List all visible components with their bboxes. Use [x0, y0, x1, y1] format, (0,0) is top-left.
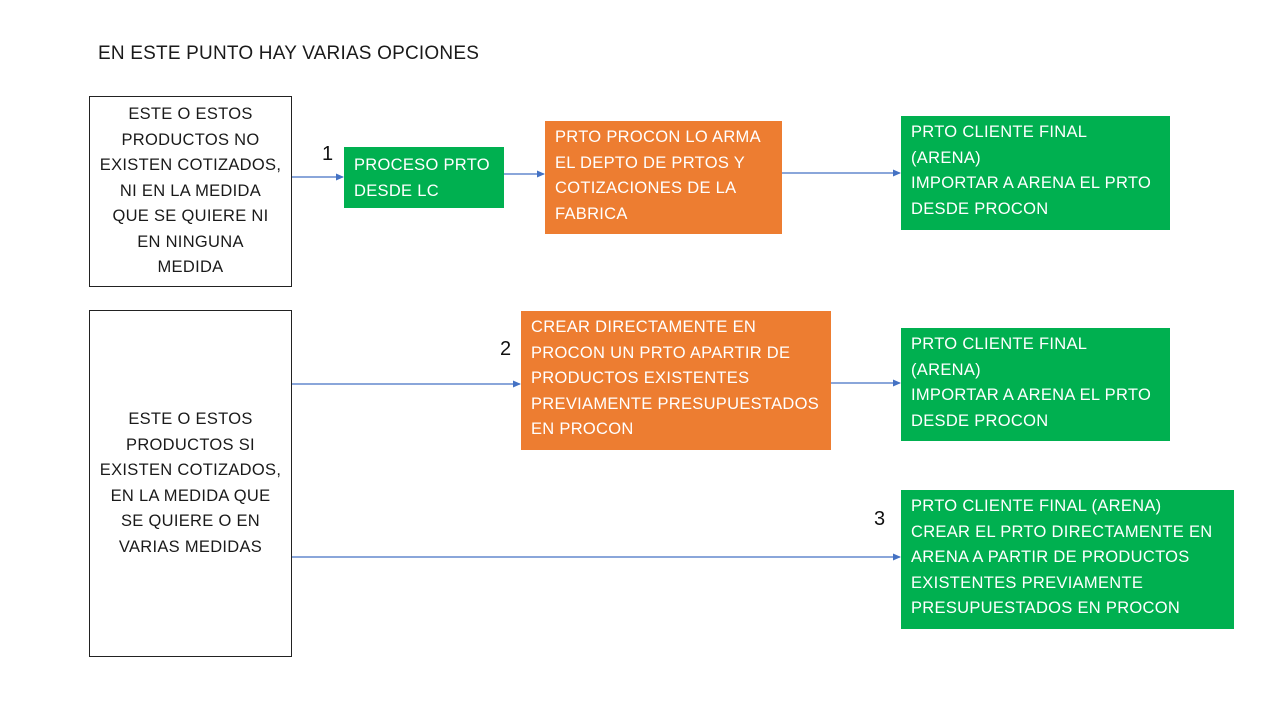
box-productos-no-existen: ESTE O ESTOS PRODUCTOS NO EXISTEN COTIZA… — [89, 96, 292, 287]
option-number-2: 2 — [500, 338, 512, 360]
box-prto-procon-depto: PRTO PROCON LO ARMA EL DEPTO DE PRTOS Y … — [545, 121, 782, 234]
box-prto-cliente-final-1: PRTO CLIENTE FINAL (ARENA) IMPORTAR A AR… — [901, 116, 1170, 230]
box-productos-si-existen: ESTE O ESTOS PRODUCTOS SI EXISTEN COTIZA… — [89, 310, 292, 657]
diagram-title: EN ESTE PUNTO HAY VARIAS OPCIONES — [98, 43, 480, 64]
box-proceso-prto-desde-lc: PROCESO PRTO DESDE LC — [344, 147, 504, 208]
option-number-3: 3 — [874, 508, 886, 530]
box-productos-no-existen-text: ESTE O ESTOS PRODUCTOS NO EXISTEN COTIZA… — [99, 105, 282, 277]
option-number-1: 1 — [322, 143, 334, 165]
box-productos-si-existen-text: ESTE O ESTOS PRODUCTOS SI EXISTEN COTIZA… — [99, 410, 282, 556]
box-prto-cliente-final-2: PRTO CLIENTE FINAL (ARENA) IMPORTAR A AR… — [901, 328, 1170, 441]
box-crear-directamente-procon: CREAR DIRECTAMENTE EN PROCON UN PRTO APA… — [521, 311, 831, 450]
box-prto-cliente-final-3: PRTO CLIENTE FINAL (ARENA) CREAR EL PRTO… — [901, 490, 1234, 629]
